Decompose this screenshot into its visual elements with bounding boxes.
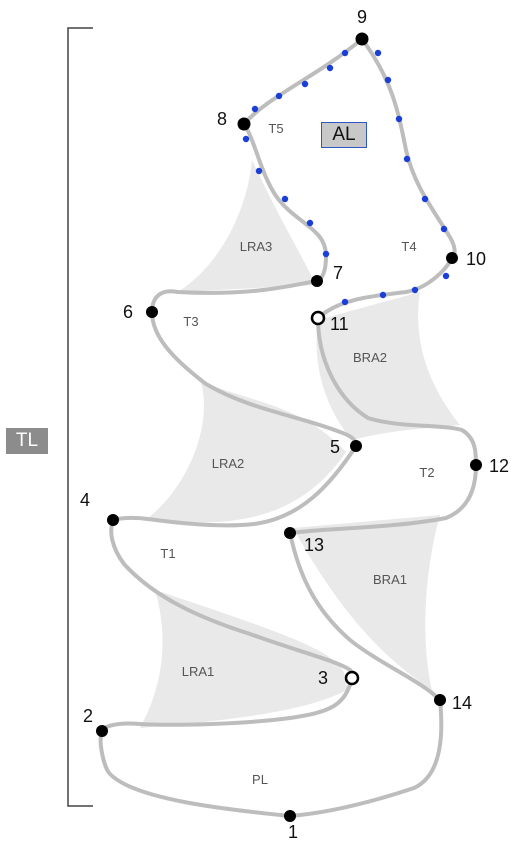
blue-dot bbox=[251, 105, 259, 113]
point-5-marker bbox=[350, 440, 362, 452]
point-label-12: 12 bbox=[489, 456, 509, 476]
outline-lobe-bra1 bbox=[288, 531, 442, 702]
point-14-marker bbox=[434, 694, 446, 706]
shade-lra1 bbox=[140, 590, 348, 728]
region-label-t5: T5 bbox=[268, 121, 283, 136]
blue-dot bbox=[395, 115, 403, 123]
point-label-7: 7 bbox=[333, 263, 343, 283]
outline-lobe-t2 bbox=[288, 316, 478, 535]
point-2-marker bbox=[96, 725, 108, 737]
region-label-t3: T3 bbox=[183, 314, 198, 329]
region-labels: T5 T4 LRA3 T3 BRA2 LRA2 T2 T1 BRA1 LRA1 … bbox=[160, 121, 434, 787]
region-label-bra1: BRA1 bbox=[373, 572, 407, 587]
blue-dot bbox=[442, 272, 450, 280]
shaded-regions bbox=[140, 160, 460, 728]
region-label-pl: PL bbox=[252, 772, 268, 787]
blue-dot bbox=[379, 291, 387, 299]
blue-dot bbox=[374, 49, 382, 57]
point-label-14: 14 bbox=[452, 693, 472, 713]
tl-badge: TL bbox=[6, 428, 48, 454]
point-label-1: 1 bbox=[288, 822, 298, 842]
point-label-10: 10 bbox=[466, 249, 486, 269]
al-badge: AL bbox=[321, 122, 367, 148]
blue-dot bbox=[341, 49, 349, 57]
outline-lobe-t1 bbox=[109, 444, 358, 682]
blue-dot bbox=[341, 298, 349, 306]
point-labels: 1 2 3 4 5 6 7 8 9 10 11 12 13 14 bbox=[80, 7, 509, 842]
landmark-points bbox=[96, 32, 482, 822]
leaf-outline bbox=[98, 37, 478, 818]
region-label-bra2: BRA2 bbox=[353, 350, 387, 365]
outline-lobe-t5 bbox=[242, 122, 328, 283]
point-label-8: 8 bbox=[217, 109, 227, 129]
outline-lobe-pl bbox=[98, 676, 444, 818]
blue-dot bbox=[411, 286, 419, 294]
blue-dot bbox=[403, 155, 411, 163]
point-7-marker bbox=[311, 275, 323, 287]
point-8-marker bbox=[237, 117, 251, 131]
point-label-11: 11 bbox=[330, 314, 349, 334]
shade-lra3 bbox=[178, 160, 316, 292]
point-label-2: 2 bbox=[83, 706, 93, 726]
point-label-13: 13 bbox=[304, 535, 324, 555]
point-10-marker bbox=[446, 252, 458, 264]
region-label-t1: T1 bbox=[160, 546, 175, 561]
point-label-4: 4 bbox=[80, 490, 90, 510]
point-12-marker bbox=[470, 459, 482, 471]
point-3-marker bbox=[344, 670, 360, 686]
point-label-6: 6 bbox=[123, 302, 133, 322]
blue-dot bbox=[281, 195, 289, 203]
blue-dot bbox=[301, 80, 309, 88]
point-4-marker bbox=[107, 514, 119, 526]
point-13-marker bbox=[284, 527, 296, 539]
blue-dot bbox=[322, 250, 330, 258]
blue-dot bbox=[275, 92, 283, 100]
point-1-marker bbox=[284, 810, 296, 822]
shade-lra2 bbox=[148, 380, 346, 523]
region-label-t4: T4 bbox=[401, 239, 416, 254]
blue-dot bbox=[306, 219, 314, 227]
point-label-9: 9 bbox=[357, 7, 367, 27]
blue-dot bbox=[326, 64, 334, 72]
point-11-marker bbox=[310, 310, 326, 326]
blue-dot bbox=[421, 195, 429, 203]
blue-dots bbox=[242, 49, 450, 306]
region-label-lra2: LRA2 bbox=[212, 456, 245, 471]
blue-dot bbox=[384, 76, 392, 84]
blue-dot bbox=[242, 135, 250, 143]
region-label-t2: T2 bbox=[419, 465, 434, 480]
point-6-marker bbox=[146, 306, 158, 318]
point-label-3: 3 bbox=[318, 668, 328, 688]
shade-bra1 bbox=[293, 515, 440, 690]
point-9-marker bbox=[355, 32, 369, 46]
point-label-5: 5 bbox=[330, 437, 340, 457]
blue-dot bbox=[255, 167, 263, 175]
blue-dot bbox=[440, 225, 448, 233]
region-label-lra3: LRA3 bbox=[240, 239, 273, 254]
outline-lobe-t3 bbox=[150, 279, 358, 448]
tl-bracket bbox=[67, 27, 93, 807]
region-label-lra1: LRA1 bbox=[182, 664, 215, 679]
